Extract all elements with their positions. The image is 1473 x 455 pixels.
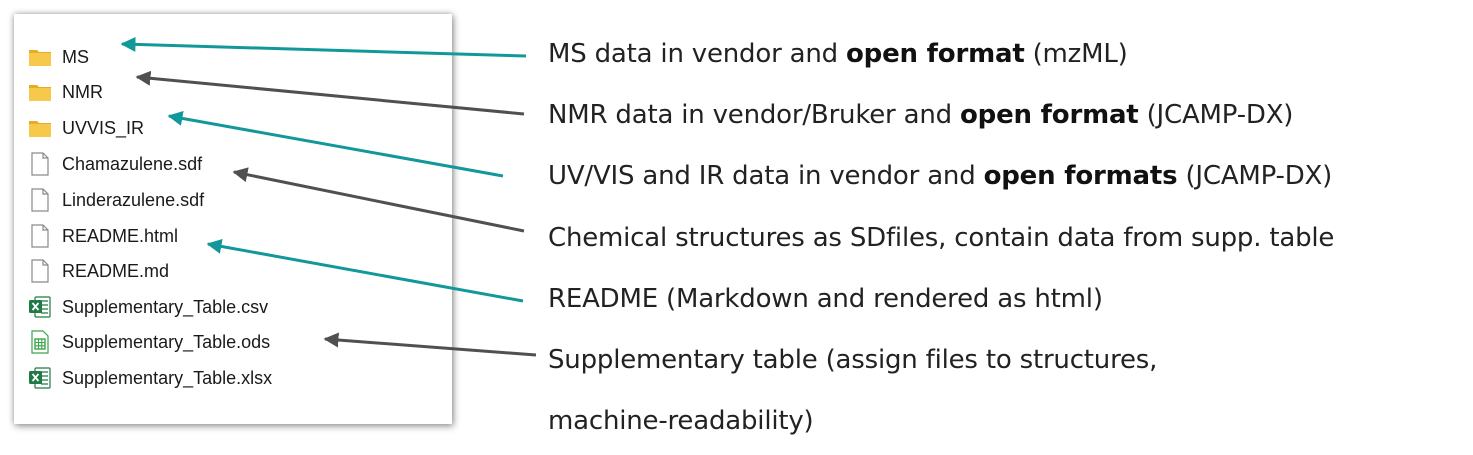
file-icon <box>28 259 52 283</box>
file-name: MS <box>62 46 89 67</box>
description-readme: README (Markdown and rendered as html) <box>548 284 1103 314</box>
folder-icon <box>28 116 52 140</box>
file-name: Supplementary_Table.xlsx <box>62 367 273 388</box>
folder-icon <box>28 80 52 104</box>
spreadsheet-icon <box>28 330 52 354</box>
file-row-ms[interactable]: MS <box>28 42 89 72</box>
file-row-uvvis-ir[interactable]: UVVIS_IR <box>28 113 144 143</box>
excel-icon <box>28 295 52 319</box>
description-supp-table-line2: machine-readability) <box>548 406 814 436</box>
file-name: NMR <box>62 81 103 102</box>
arrow-supp-table <box>323 332 537 357</box>
file-icon <box>28 188 52 212</box>
file-name: Linderazulene.sdf <box>62 189 205 210</box>
file-explorer-panel: MS NMR UVVIS_IR Chamazulene.sdf Linderaz <box>14 14 452 424</box>
file-row-readme-md[interactable]: README.md <box>28 256 169 286</box>
file-row-chamazulene[interactable]: Chamazulene.sdf <box>28 149 202 179</box>
file-row-supp-ods[interactable]: Supplementary_Table.ods <box>28 327 270 357</box>
excel-icon <box>28 366 52 390</box>
file-name: Supplementary_Table.ods <box>62 331 271 352</box>
description-ms: MS data in vendor and open format (mzML) <box>548 39 1128 69</box>
arrow-readme <box>206 239 524 303</box>
description-nmr: NMR data in vendor/Bruker and open forma… <box>548 100 1294 130</box>
file-name: Chamazulene.sdf <box>62 153 203 174</box>
file-row-readme-html[interactable]: README.html <box>28 221 178 251</box>
arrow-nmr <box>135 70 525 116</box>
file-row-nmr[interactable]: NMR <box>28 77 103 107</box>
file-row-supp-csv[interactable]: Supplementary_Table.csv <box>28 292 268 322</box>
file-name: Supplementary_Table.csv <box>62 296 269 317</box>
file-icon <box>28 224 52 248</box>
description-uvvis-ir: UV/VIS and IR data in vendor and open fo… <box>548 161 1333 191</box>
file-name: README.md <box>62 260 170 281</box>
file-icon <box>28 152 52 176</box>
arrow-sdf <box>232 167 525 233</box>
arrow-ms <box>120 36 527 58</box>
folder-icon <box>28 45 52 69</box>
file-name: README.html <box>62 225 179 246</box>
file-name: UVVIS_IR <box>62 117 145 138</box>
description-sdf: Chemical structures as SDfiles, contain … <box>548 223 1335 253</box>
file-row-linderazulene[interactable]: Linderazulene.sdf <box>28 185 204 215</box>
file-row-supp-xlsx[interactable]: Supplementary_Table.xlsx <box>28 363 272 393</box>
description-supp-table-line1: Supplementary table (assign files to str… <box>548 345 1158 375</box>
arrow-uvvis-ir <box>167 111 504 178</box>
